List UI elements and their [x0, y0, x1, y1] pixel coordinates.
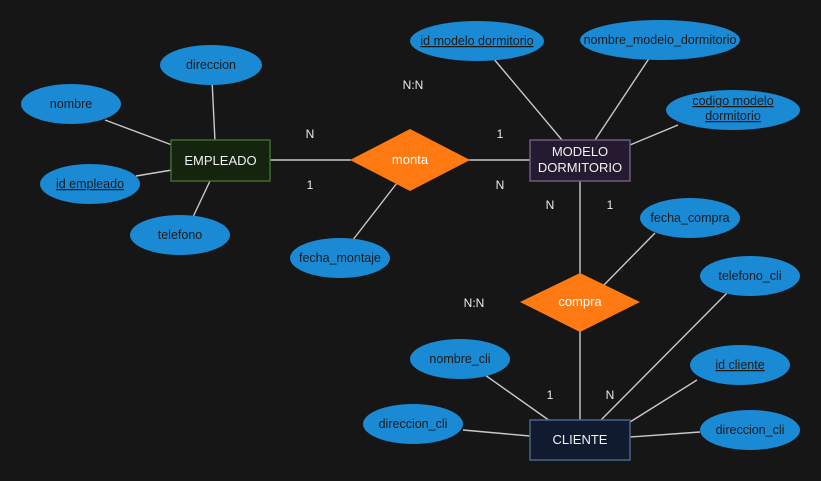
attribute-codigo-modelo-dormitorio[interactable]: codigo modelo dormitorio: [666, 90, 800, 130]
attribute-telefono-label: telefono: [158, 228, 203, 242]
relationship-monta-diamond: [350, 129, 470, 191]
entity-modelo-label-line1: MODELO: [552, 144, 608, 159]
cardinality-monta-modelo-n: N: [496, 178, 505, 192]
entity-modelo-label-line2: DORMITORIO: [538, 160, 622, 175]
cardinality-compra-modelo-n: N: [546, 198, 555, 212]
line-idempleado-empleado: [135, 169, 173, 177]
attribute-direccion-cli-right-shape: [700, 410, 800, 450]
attribute-fecha-montaje-shape: [290, 238, 390, 278]
cardinality-compra-modelo-1: 1: [607, 198, 614, 212]
attribute-codigo-modelo-label-line1: codigo modelo: [692, 94, 773, 108]
attribute-nombre-modelo-dormitorio[interactable]: nombre_modelo_dormitorio: [580, 20, 740, 60]
attribute-direccion-label: direccion: [186, 58, 236, 72]
attribute-telefono-cli-label: telefono_cli: [718, 269, 781, 283]
attribute-id-modelo-dormitorio-shape: [410, 21, 544, 61]
attribute-codigo-modelo-label-line2: dormitorio: [705, 109, 761, 123]
line-fechamontaje-monta: [351, 182, 398, 242]
attribute-id-cliente-shape: [690, 345, 790, 385]
line-nombre-empleado: [104, 119, 173, 146]
attribute-telefono-cli-shape: [700, 256, 800, 296]
attribute-id-empleado-shape: [40, 164, 140, 204]
attribute-direccion-cli-right-label: direccion_cli: [716, 423, 785, 437]
attribute-id-empleado[interactable]: id empleado: [40, 164, 140, 204]
entity-empleado-label: EMPLEADO: [184, 153, 256, 168]
relationship-compra-label: compra: [558, 294, 602, 309]
attribute-direccion-cli-left-shape: [363, 404, 463, 444]
attribute-id-cliente-label: id cliente: [715, 358, 764, 372]
entity-empleado-box: [170, 139, 271, 182]
relationship-monta[interactable]: monta: [350, 129, 470, 191]
attribute-direccion-cli-left-label: direccion_cli: [379, 417, 448, 431]
cardinality-nn-top: N:N: [403, 78, 424, 92]
line-nombremodelo-modelo: [594, 56, 651, 141]
cardinality-monta-empleado-n: N: [306, 127, 315, 141]
attribute-id-modelo-dormitorio[interactable]: id modelo dormitorio: [410, 21, 544, 61]
entity-modelo-dormitorio-box: [529, 139, 631, 182]
cardinality-compra-cliente-n: N: [606, 388, 615, 402]
attribute-fecha-compra-shape: [640, 198, 740, 238]
relationship-compra[interactable]: compra: [520, 273, 640, 332]
attribute-telefono-shape: [130, 215, 230, 255]
line-idcliente-cliente: [629, 379, 698, 423]
attribute-fecha-montaje-label: fecha_montaje: [299, 251, 381, 265]
attribute-nombre-modelo-dormitorio-label: nombre_modelo_dormitorio: [584, 33, 737, 47]
entity-cliente-label: CLIENTE: [553, 432, 608, 447]
line-direccioncli-right-cliente: [629, 431, 701, 438]
line-telefonocli-cliente: [599, 291, 729, 422]
entity-cliente[interactable]: CLIENTE: [529, 419, 631, 461]
attribute-direccion-cli-left[interactable]: direccion_cli: [363, 404, 463, 444]
cardinality-monta-empleado-1: 1: [307, 178, 314, 192]
attribute-nombre-cli[interactable]: nombre_cli: [410, 339, 510, 379]
line-idmodelo-modelo: [492, 57, 563, 141]
cardinality-compra-cliente-1: 1: [547, 388, 554, 402]
attribute-direccion[interactable]: direccion: [160, 45, 262, 85]
line-direccioncli-left-cliente: [462, 429, 531, 437]
line-nombrecli-cliente: [484, 374, 551, 422]
attribute-id-empleado-label: id empleado: [56, 177, 124, 191]
attribute-id-cliente[interactable]: id cliente: [690, 345, 790, 385]
attribute-nombre-cli-label: nombre_cli: [429, 352, 490, 366]
relationship-compra-diamond: [520, 273, 640, 332]
attribute-nombre[interactable]: nombre: [21, 84, 121, 124]
cardinality-monta-modelo-1: 1: [497, 127, 504, 141]
attribute-id-modelo-dormitorio-label: id modelo dormitorio: [420, 34, 533, 48]
attribute-codigo-modelo-dormitorio-shape: [666, 90, 800, 130]
attribute-telefono-cli[interactable]: telefono_cli: [700, 256, 800, 296]
line-direccion-empleado: [211, 79, 216, 142]
line-fechacompra-compra: [601, 232, 656, 288]
attribute-nombre-cli-shape: [410, 339, 510, 379]
cardinality-nn-bottom: N:N: [464, 296, 485, 310]
attribute-direccion-cli-right[interactable]: direccion_cli: [700, 410, 800, 450]
attribute-nombre-shape: [21, 84, 121, 124]
attribute-direccion-shape: [160, 45, 262, 85]
connector-lines: [104, 56, 729, 438]
attribute-nombre-label: nombre: [50, 97, 92, 111]
relationship-monta-label: monta: [392, 152, 429, 167]
attribute-fecha-compra[interactable]: fecha_compra: [640, 198, 740, 238]
entity-modelo-dormitorio[interactable]: MODELO DORMITORIO: [529, 139, 631, 182]
attribute-fecha-montaje[interactable]: fecha_montaje: [290, 238, 390, 278]
attribute-fecha-compra-label: fecha_compra: [650, 211, 729, 225]
attribute-telefono[interactable]: telefono: [130, 215, 230, 255]
line-telefono-empleado: [191, 180, 211, 220]
line-codigomodelo-modelo: [629, 124, 679, 146]
attribute-nombre-modelo-dormitorio-shape: [580, 20, 740, 60]
entity-empleado[interactable]: EMPLEADO: [170, 139, 271, 182]
entity-cliente-box: [529, 419, 631, 461]
